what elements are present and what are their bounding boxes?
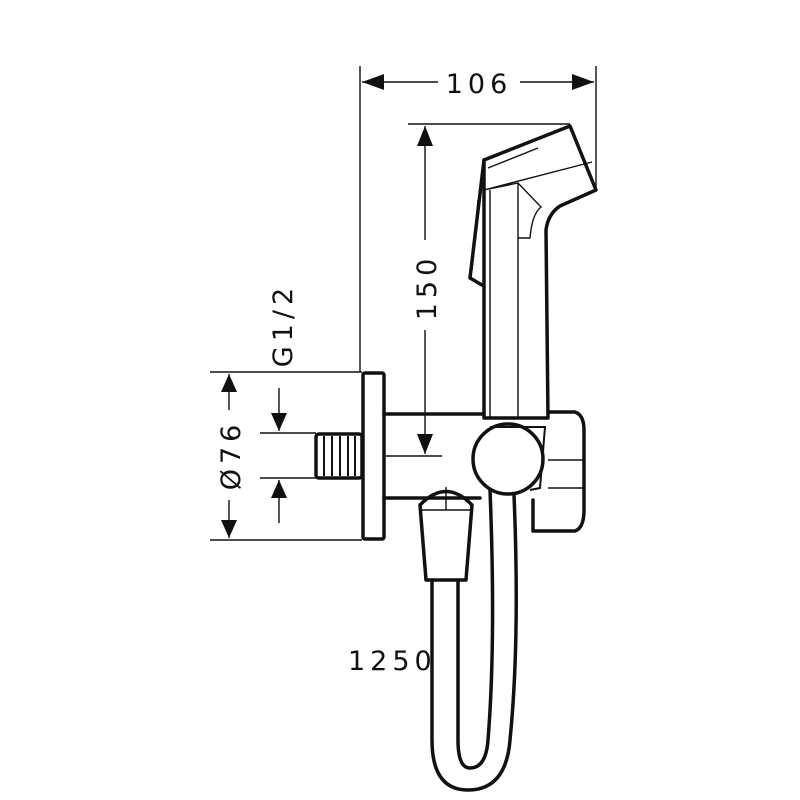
thread-nipple [314,432,364,480]
diameter-label: Ø76 [216,420,247,491]
height-dimension: 150 [386,123,570,457]
height-label: 150 [412,254,443,321]
spray-handset [468,124,598,420]
hose-connector [418,487,474,582]
hose-length-label: 1250 [348,646,437,677]
valve-knob [471,422,545,496]
thread-dimension: G1/2 [260,283,316,523]
width-dimension: 106 [359,66,597,372]
wall-plate [361,371,386,541]
holder [490,410,586,533]
hose [430,488,518,792]
thread-label: G1/2 [268,283,299,367]
diameter-dimension: Ø76 [210,371,362,541]
width-label: 106 [446,69,513,100]
